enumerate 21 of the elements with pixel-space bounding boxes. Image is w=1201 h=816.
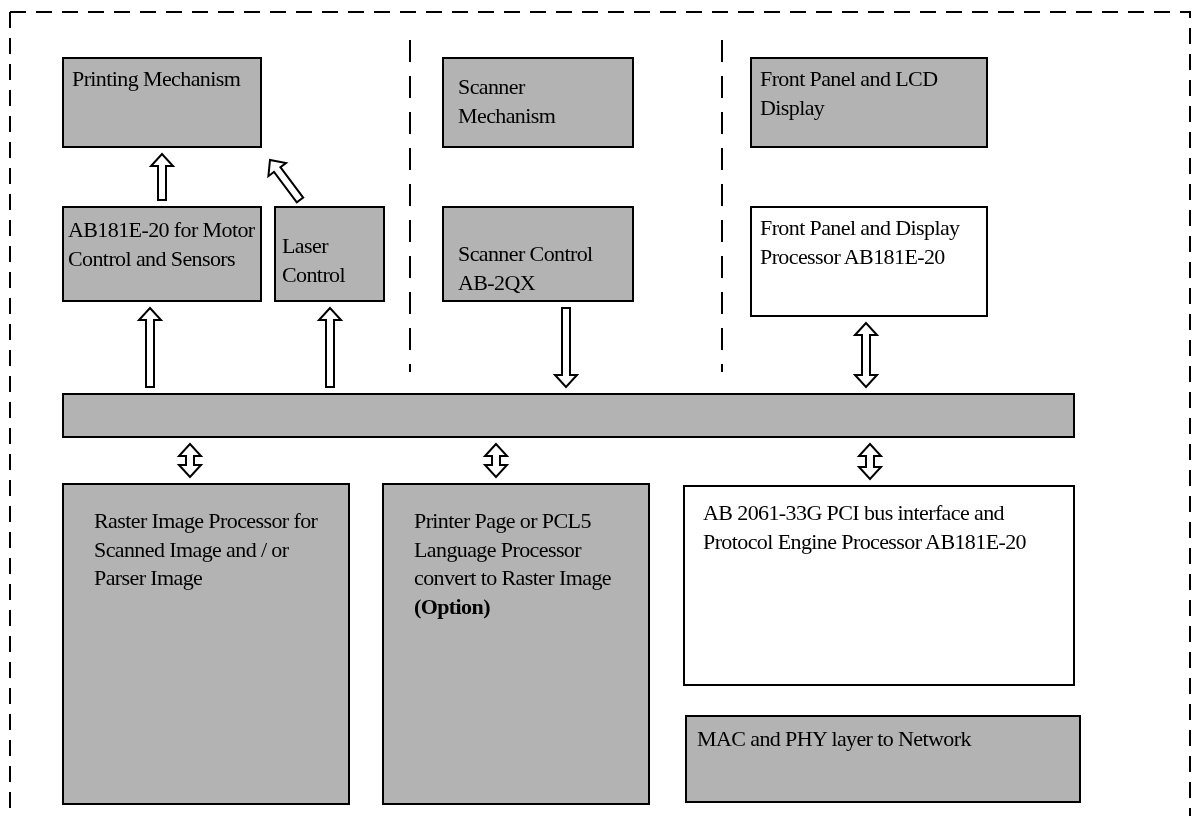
- block-arrow: [552, 307, 580, 389]
- block-arrow: [316, 306, 344, 388]
- double-block-arrow: [856, 442, 884, 481]
- process-box: Scanner Control AB-2QX: [442, 206, 634, 302]
- process-box: Printing Mechanism: [62, 57, 262, 148]
- process-box: Front Panel and LCD Display: [750, 57, 988, 148]
- process-box: Front Panel and Display Processor AB181E-20: [750, 206, 988, 317]
- bus-bar: [62, 393, 1075, 438]
- process-box: MAC and PHY layer to Network: [685, 715, 1081, 803]
- process-box: AB181E-20 for Motor Control and Sensors: [62, 206, 262, 302]
- block-arrow: [136, 306, 164, 388]
- process-box: Raster Image Processor for Scanned Image and / or Parser Image: [62, 483, 350, 805]
- double-block-arrow: [482, 442, 510, 479]
- block-arrow: [267, 158, 305, 204]
- process-box: Scanner Mechanism: [442, 57, 634, 148]
- process-box: Laser Control: [274, 206, 385, 302]
- process-box: Printer Page or PCL5 Language Processor convert to Raster Image (Option): [382, 483, 650, 805]
- process-box: AB 2061-33G PCI bus interface and Protocol Engine Processor AB181E-20: [683, 485, 1075, 686]
- block-arrow: [148, 152, 176, 201]
- double-block-arrow: [176, 442, 204, 479]
- double-block-arrow: [852, 321, 880, 389]
